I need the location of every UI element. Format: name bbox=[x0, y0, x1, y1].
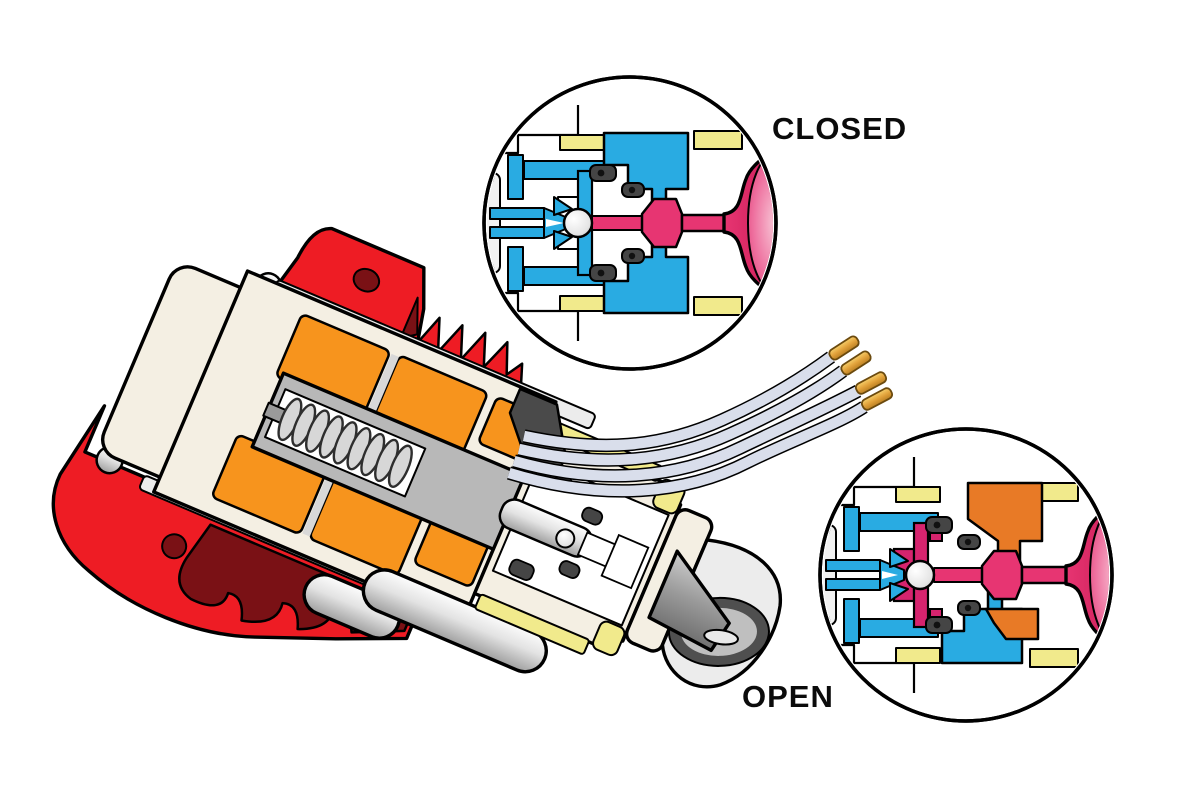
inset-closed-outline bbox=[482, 75, 778, 371]
nozzle-tip-cone bbox=[647, 549, 731, 653]
stem-cone bbox=[980, 549, 1024, 601]
closed-cross-section bbox=[487, 105, 773, 341]
poppet-face bbox=[747, 152, 773, 294]
poppet-stem bbox=[680, 213, 728, 233]
valve-ball bbox=[904, 559, 936, 591]
pintle-sleeve bbox=[600, 533, 650, 590]
seal-pad bbox=[895, 647, 941, 664]
inlet-needle-top bbox=[825, 559, 881, 572]
coil-separator bbox=[302, 474, 335, 537]
lead-wires bbox=[507, 335, 894, 498]
seal-pad bbox=[693, 130, 743, 150]
terminal-4 bbox=[860, 387, 894, 411]
needle-orifice bbox=[882, 571, 898, 579]
bolt-hole-top bbox=[352, 267, 381, 293]
inset-open-outline bbox=[818, 427, 1114, 723]
lead-wire-4 bbox=[507, 402, 867, 497]
stem-link bbox=[591, 215, 643, 231]
seal-pad bbox=[559, 295, 605, 312]
open-label: OPEN bbox=[742, 679, 834, 714]
armature-core bbox=[250, 371, 532, 554]
spray-prong-bottom bbox=[553, 230, 573, 250]
terminal-2 bbox=[840, 350, 872, 376]
o-ring-4 bbox=[558, 560, 581, 579]
coil-separator bbox=[366, 353, 399, 416]
seal-pad bbox=[895, 486, 941, 503]
inset-open bbox=[818, 427, 1114, 723]
needle-orifice bbox=[546, 219, 564, 227]
injector-cutaway bbox=[51, 226, 782, 689]
terminal-3 bbox=[854, 371, 888, 395]
seal-pad bbox=[693, 296, 743, 316]
lead-wire-3 bbox=[512, 386, 861, 482]
lead-wire-1 bbox=[522, 352, 835, 451]
inlet-needle-top bbox=[489, 207, 545, 220]
bolt-hole-bottom bbox=[161, 533, 188, 560]
passage-vertical-top bbox=[507, 154, 524, 200]
return-spring bbox=[277, 397, 413, 488]
spray-prong-top bbox=[553, 196, 573, 216]
stem-cone bbox=[640, 197, 684, 249]
inset-closed bbox=[482, 75, 778, 371]
valve-ball-main bbox=[555, 528, 576, 549]
spray-prong-bottom bbox=[889, 582, 909, 602]
poppet-face bbox=[1089, 504, 1109, 646]
o-ring-2 bbox=[581, 506, 604, 526]
closed-label: CLOSED bbox=[772, 111, 907, 146]
seal-band-bottom bbox=[474, 593, 590, 655]
stem-link bbox=[933, 567, 985, 583]
seal-pad bbox=[559, 134, 605, 151]
terminal-1 bbox=[828, 335, 860, 361]
flow-passage-bottom bbox=[984, 607, 1040, 641]
coil-windings bbox=[212, 314, 549, 587]
electrode-pin-short bbox=[302, 572, 402, 640]
passage-vertical-bottom bbox=[507, 246, 524, 292]
poppet-stem bbox=[1020, 565, 1070, 585]
valve-ball bbox=[562, 207, 594, 239]
spray-prong-top bbox=[889, 548, 909, 568]
nozzle bbox=[624, 508, 782, 689]
seal-ring-bottom bbox=[592, 620, 626, 657]
inlet-needle-bottom bbox=[489, 226, 545, 239]
lead-wire-2 bbox=[517, 366, 847, 466]
o-ring-3 bbox=[508, 558, 535, 581]
passage-vertical-bottom bbox=[843, 598, 860, 644]
electrode-pin-long bbox=[361, 568, 548, 674]
inlet-needle-bottom bbox=[825, 578, 881, 591]
seal-pad bbox=[1029, 648, 1079, 668]
nozzle-tip-face bbox=[703, 628, 739, 646]
passage-vertical-top bbox=[843, 506, 860, 552]
